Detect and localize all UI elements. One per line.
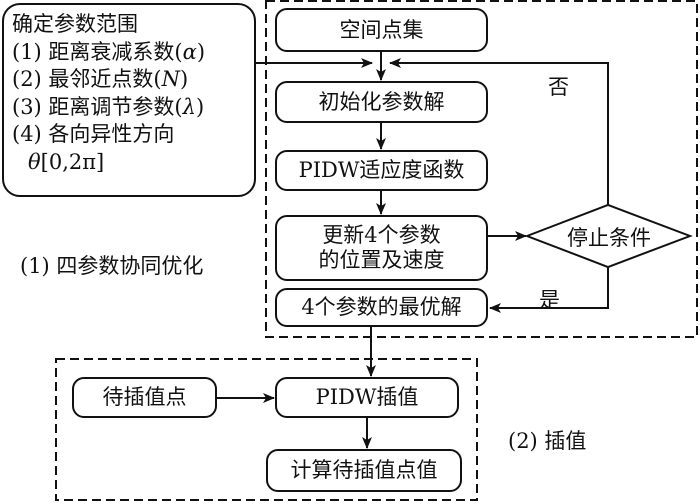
node-optimal-solution: 4个参数的最优解 <box>275 288 488 327</box>
section1-dashed-frame <box>265 0 698 338</box>
edge-yes <box>489 267 609 313</box>
node-fitness-function: PIDW适应度函数 <box>275 150 488 191</box>
section1-label: (1) 四参数协同优化 <box>20 254 204 278</box>
node-points-to-interpolate: 待插值点 <box>72 377 217 418</box>
stop-condition-diamond <box>524 203 693 269</box>
param-item-lambda: (3) 距离调节参数(λ) <box>12 94 205 119</box>
node-compute-values: 计算待插值点值 <box>266 449 462 492</box>
parameter-range-box: 确定参数范围 (1) 距离衰减系数(α) (2) 最邻近点数(N) (3) 距离… <box>2 3 256 197</box>
param-item-n: (2) 最邻近点数(N) <box>12 67 189 91</box>
section2-label: (2) 插值 <box>508 429 587 453</box>
param-item-theta-range: θ[0,2π] <box>28 149 105 174</box>
node-pidw-interpolation: PIDW插值 <box>275 377 459 418</box>
edge-label-no: 否 <box>548 75 569 99</box>
node-update-params: 更新4个参数 的位置及速度 <box>275 215 488 281</box>
edge-no-loop <box>389 58 609 205</box>
node-init-params: 初始化参数解 <box>275 81 488 123</box>
param-item-alpha: (1) 距离衰减系数(α) <box>12 39 206 64</box>
node-spatial-points: 空间点集 <box>275 8 488 52</box>
stop-condition-label: 停止条件 <box>567 226 651 250</box>
edge-label-yes: 是 <box>539 288 560 312</box>
param-item-direction: (4) 各向异性方向 <box>12 122 175 146</box>
param-range-title: 确定参数范围 <box>12 12 138 36</box>
section2-dashed-frame <box>55 358 478 501</box>
